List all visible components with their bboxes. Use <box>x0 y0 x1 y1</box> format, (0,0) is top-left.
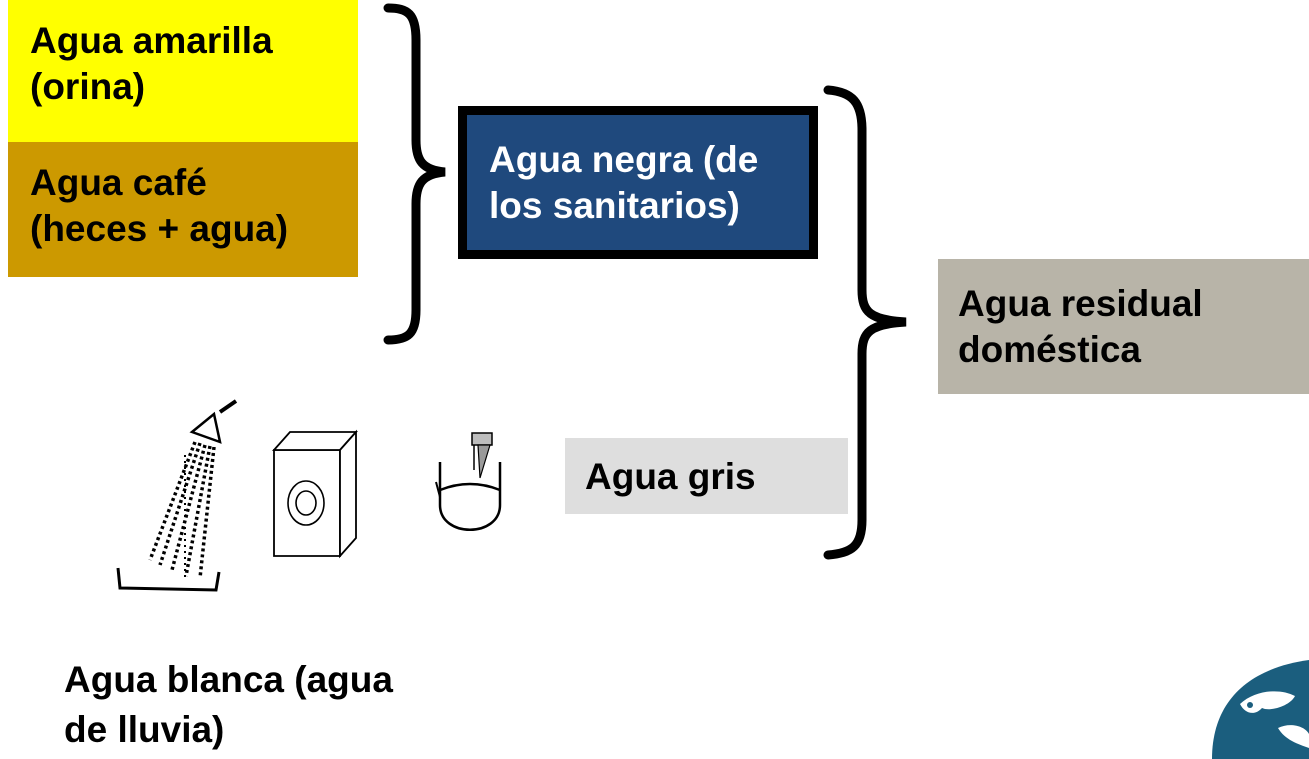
right-brace <box>823 85 907 560</box>
agua-negra-line2: los sanitarios) <box>489 185 740 227</box>
agua-cafe-line1: Agua café <box>30 162 207 203</box>
agua-gris-box: Agua gris <box>565 438 848 514</box>
agua-gris-label: Agua gris <box>585 456 756 497</box>
shower-icon <box>116 399 238 592</box>
agua-residual-line2: doméstica <box>958 329 1142 371</box>
agua-cafe-box: Agua café (heces + agua) <box>8 142 358 277</box>
agua-negra-box: Agua negra (de los sanitarios) <box>458 106 818 259</box>
agua-amarilla-line2: (orina) <box>30 66 146 108</box>
agua-residual-box: Agua residual doméstica <box>938 259 1309 394</box>
logo-globe-icon <box>1212 660 1309 759</box>
agua-residual-line1: Agua residual <box>958 283 1203 324</box>
agua-amarilla-line1: Agua amarilla <box>30 20 273 61</box>
sink-icon <box>435 432 502 531</box>
agua-cafe-line2: (heces + agua) <box>30 208 289 250</box>
agua-amarilla-box: Agua amarilla (orina) <box>8 0 358 142</box>
agua-blanca-line2: de lluvia) <box>64 708 225 750</box>
washing-machine-icon <box>271 429 359 559</box>
left-brace <box>383 3 446 345</box>
agua-blanca-line1: Agua blanca (agua <box>64 659 393 700</box>
agua-negra-line1: Agua negra (de <box>489 139 759 180</box>
agua-blanca-label: Agua blanca (agua de lluvia) <box>64 655 484 755</box>
